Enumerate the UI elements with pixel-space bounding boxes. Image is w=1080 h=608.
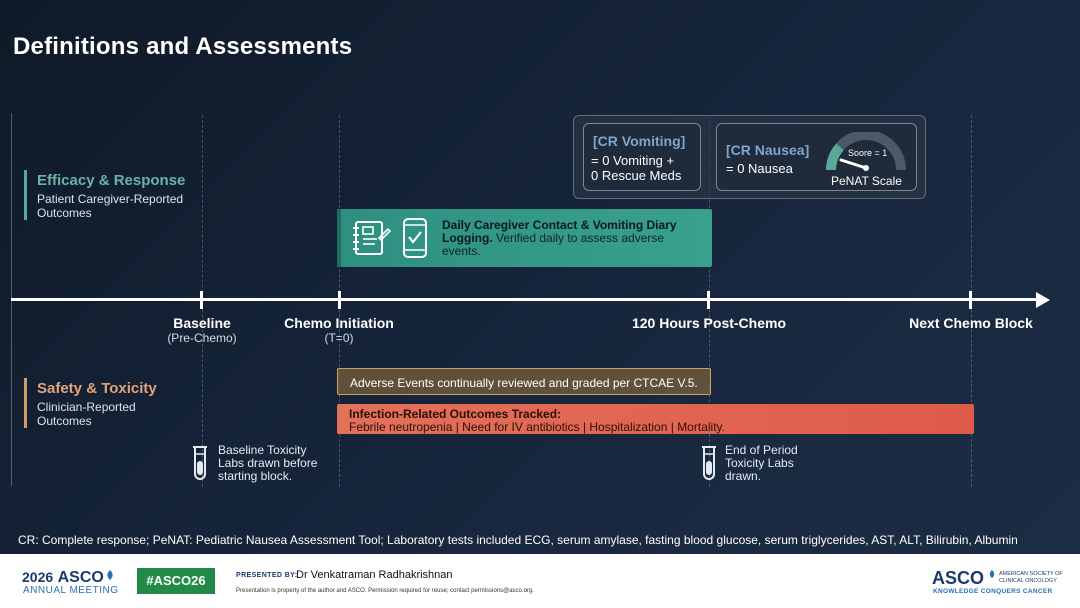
footnote: CR: Complete response; PeNAT: Pediatric … <box>18 533 1018 547</box>
timepoint-chemo-label: Chemo Initiation <box>284 315 394 331</box>
page-title: Definitions and Assessments <box>13 33 353 60</box>
meeting-logo: 2026 ASCO <box>22 569 104 586</box>
penat-gauge-icon <box>826 132 906 171</box>
cr-nausea-head: [CR Nausea] <box>726 142 810 158</box>
timeline-arrow-icon <box>1036 292 1050 308</box>
efficacy-title: Efficacy & Response <box>37 172 186 189</box>
safety-subtitle: Clinician-Reported Outcomes <box>37 400 136 428</box>
asco-org-name: AMERICAN SOCIETY OF CLINICAL ONCOLOGY <box>999 571 1063 584</box>
asco-org-logo: ASCO <box>932 568 985 588</box>
penat-scale-label: PeNAT Scale <box>831 174 902 188</box>
presented-by-label: PRESENTED BY: <box>236 572 298 579</box>
efficacy-subtitle: Patient Caregiver-Reported Outcomes <box>37 192 184 220</box>
tick-next-block <box>969 291 972 309</box>
cr-vomiting-head: [CR Vomiting] <box>593 133 686 149</box>
tick-chemo-initiation <box>338 291 341 309</box>
infection-outcomes-box: Infection-Related Outcomes Tracked: Febr… <box>337 404 974 434</box>
safety-title: Safety & Toxicity <box>37 380 157 397</box>
timepoint-120h-label: 120 Hours Post-Chemo <box>631 315 787 331</box>
adverse-events-text: Adverse Events continually reviewed and … <box>350 376 698 390</box>
presenter-name: Dr Venkatraman Radhakrishnan <box>296 569 453 581</box>
asco-tagline: KNOWLEDGE CONQUERS CANCER <box>933 588 1053 595</box>
safety-accent-bar <box>24 378 27 428</box>
daily-diary-text: Daily Caregiver Contact & Vomiting Diary… <box>442 218 677 258</box>
daily-diary-box: Daily Caregiver Contact & Vomiting Diary… <box>337 209 712 267</box>
cr-vomiting-text: = 0 Vomiting + 0 Rescue Meds <box>591 153 682 183</box>
meeting-subtitle: ANNUAL MEETING <box>23 585 119 596</box>
timepoint-baseline-sub: (Pre-Chemo) <box>167 331 237 345</box>
timepoint-next-block-label: Next Chemo Block <box>909 315 1033 331</box>
test-tube-icon <box>193 446 207 480</box>
presentation-notice: Presentation is property of the author a… <box>236 588 534 594</box>
tick-120-hours <box>707 291 710 309</box>
cr-nausea-text: = 0 Nausea <box>726 161 793 176</box>
asco-flame-icon <box>107 570 113 580</box>
timeline-axis <box>11 298 1039 301</box>
penat-score-label: Soore = 1 <box>848 148 888 158</box>
footer: 2026 ASCO ANNUAL MEETING #ASCO26 PRESENT… <box>0 554 1080 608</box>
timepoint-baseline-label: Baseline <box>173 315 231 331</box>
tick-baseline <box>200 291 203 309</box>
infection-text: Febrile neutropenia | Need for IV antibi… <box>349 420 725 434</box>
timepoint-chemo-sub: (T=0) <box>324 331 354 345</box>
cr-nausea-box: [CR Nausea] = 0 Nausea Soore = 1 PeNAT S… <box>716 123 917 191</box>
infection-head: Infection-Related Outcomes Tracked: <box>349 407 562 421</box>
phone-check-icon <box>403 218 427 258</box>
asco-flame-icon <box>989 569 995 579</box>
baseline-labs-text: Baseline Toxicity Labs drawn before star… <box>218 443 318 483</box>
end-labs-text: End of Period Toxicity Labs drawn. <box>725 443 798 483</box>
efficacy-accent-bar <box>24 170 27 220</box>
adverse-events-box: Adverse Events continually reviewed and … <box>337 368 711 395</box>
test-tube-icon <box>702 446 716 480</box>
cr-vomiting-box: [CR Vomiting] = 0 Vomiting + 0 Rescue Me… <box>583 123 701 191</box>
notebook-icon <box>353 221 391 255</box>
hashtag-badge: #ASCO26 <box>137 568 215 594</box>
